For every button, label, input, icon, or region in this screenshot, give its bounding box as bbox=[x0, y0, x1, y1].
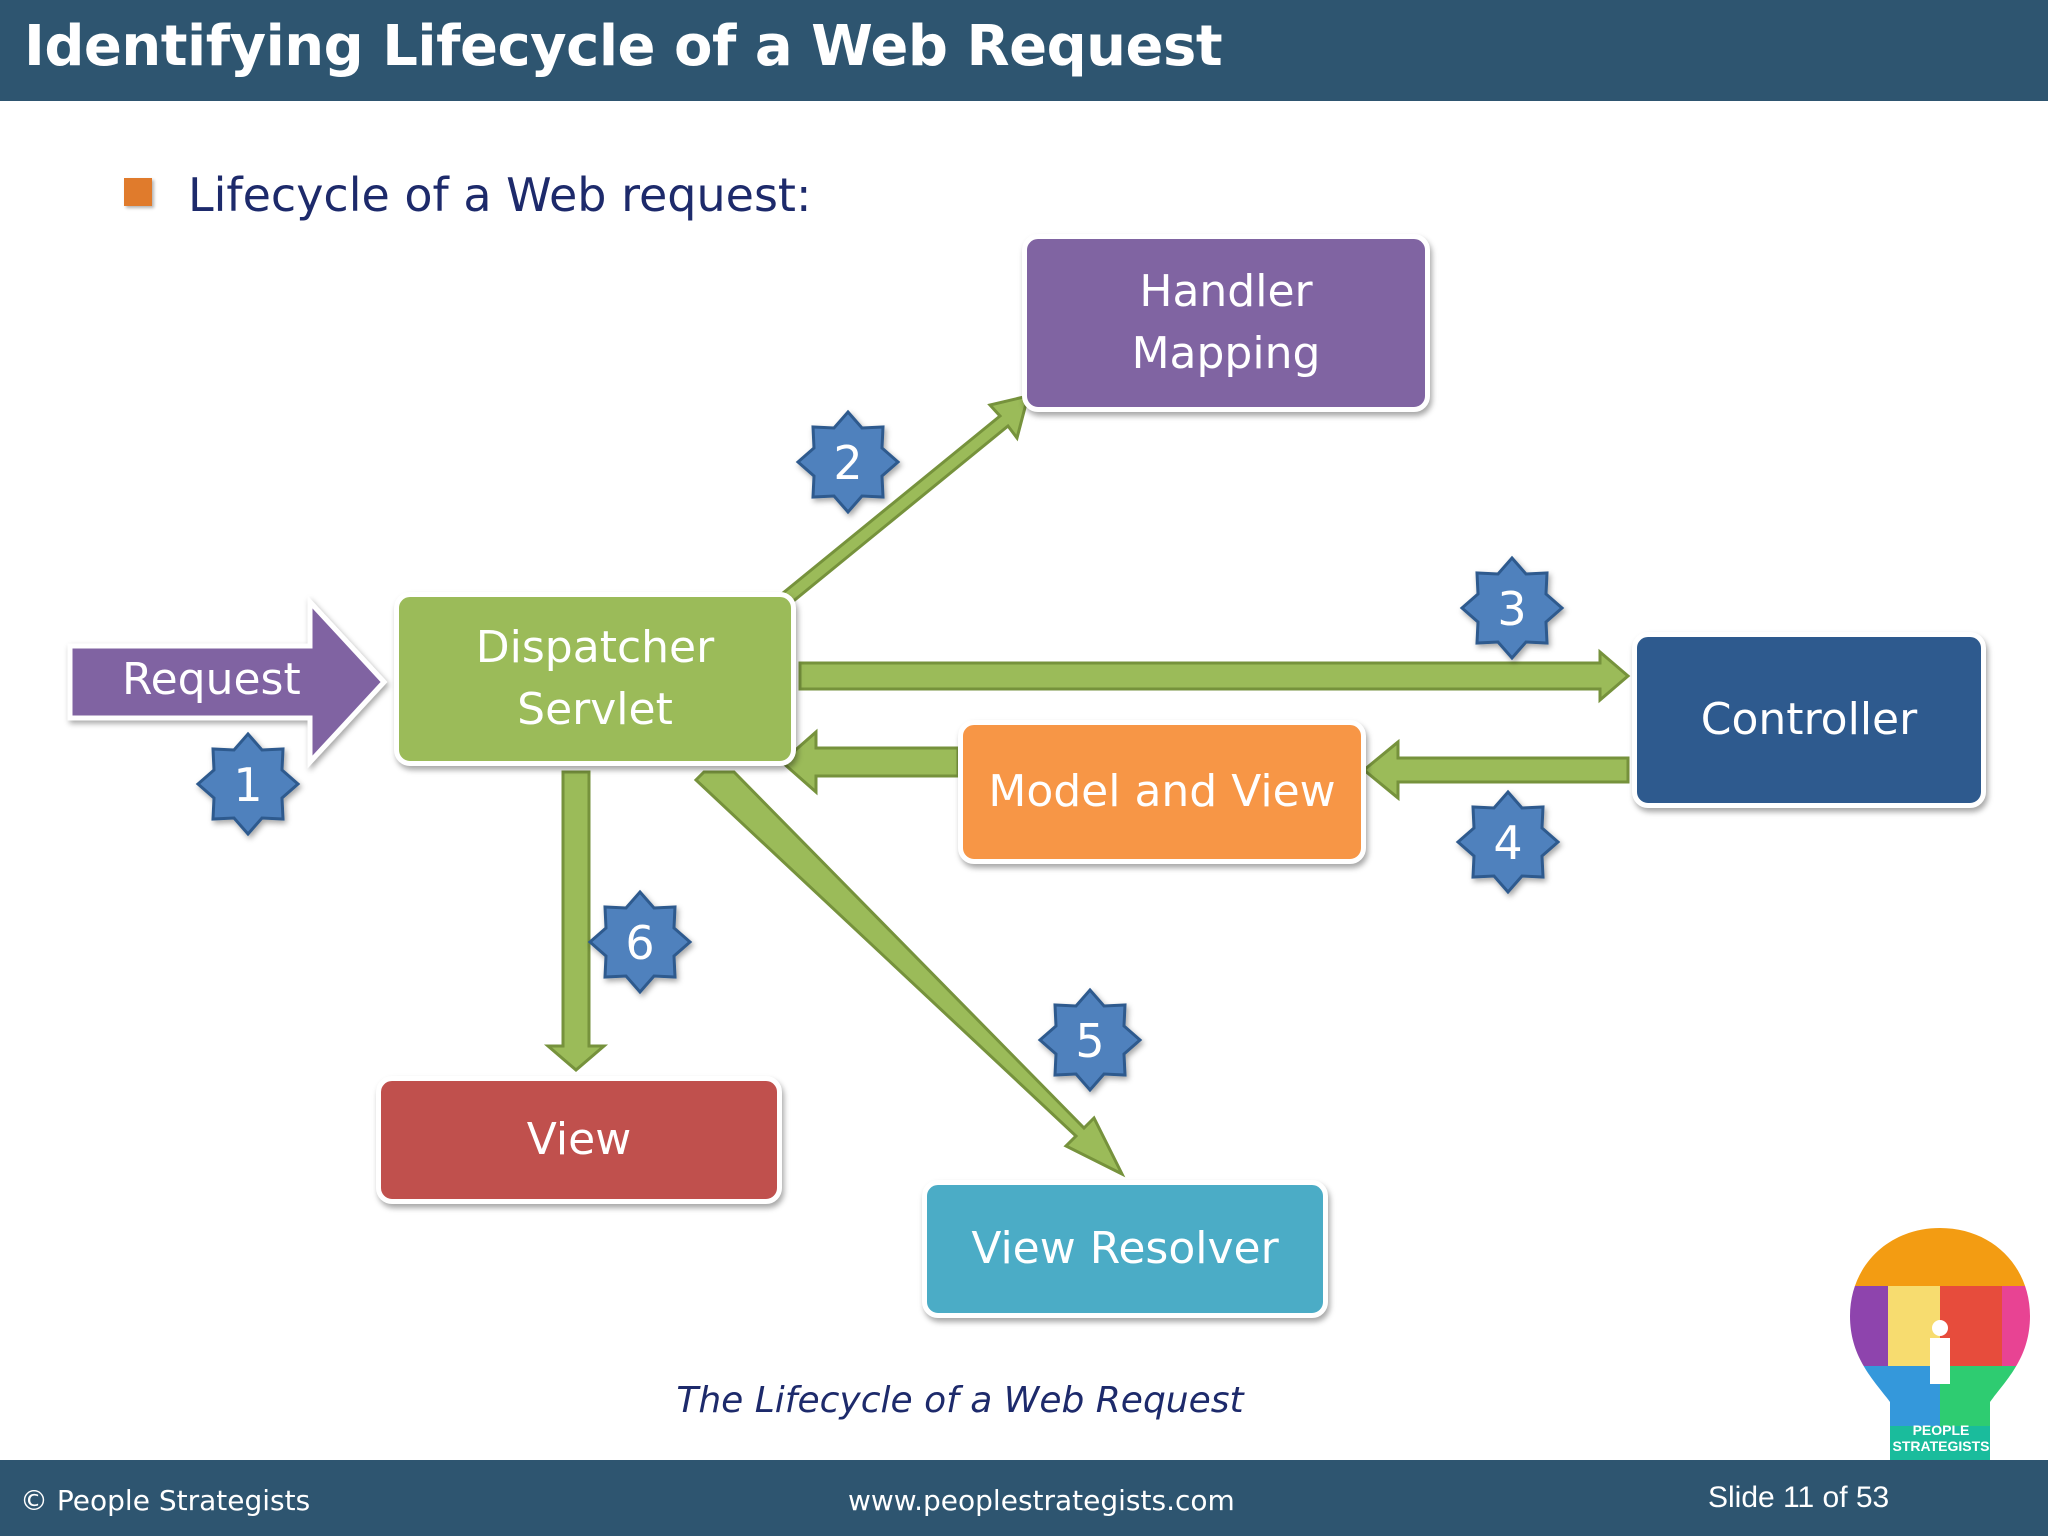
bullet-square-icon bbox=[124, 178, 152, 206]
slide-counter: Slide 11 of 53 bbox=[1708, 1481, 1890, 1514]
dispatcher-servlet-box: Dispatcher Servlet bbox=[394, 592, 796, 766]
request-label: Request bbox=[122, 654, 301, 705]
arrow-step-5 bbox=[693, 770, 1126, 1178]
footer-bar bbox=[0, 1460, 2048, 1536]
controller-box: Controller bbox=[1632, 632, 1986, 808]
arrow-step-3 bbox=[798, 648, 1631, 704]
footer-website[interactable]: www.peoplestrategists.com bbox=[848, 1484, 1235, 1517]
arrow-step-6 bbox=[543, 770, 609, 1072]
step-number-2: 2 bbox=[833, 436, 862, 490]
title-bar: Identifying Lifecycle of a Web Request bbox=[0, 0, 2048, 101]
arrow-step-4 bbox=[1361, 738, 1630, 802]
arrow-model-to-dispatcher bbox=[779, 728, 960, 796]
step-number-6: 6 bbox=[625, 916, 654, 970]
view-box: View bbox=[376, 1076, 782, 1204]
model-and-view-box: Model and View bbox=[958, 720, 1366, 864]
logo-text-line1: PEOPLE bbox=[1912, 1422, 1970, 1438]
slide-title: Identifying Lifecycle of a Web Request bbox=[24, 14, 1223, 79]
logo-text-line2: STRATEGISTS bbox=[1892, 1438, 1990, 1454]
request-arrow bbox=[67, 595, 388, 769]
step-number-4: 4 bbox=[1493, 816, 1522, 870]
logo-text: PEOPLE STRATEGISTS bbox=[1886, 1422, 1996, 1454]
handler-mapping-box: Handler Mapping bbox=[1022, 234, 1430, 412]
view-resolver-box: View Resolver bbox=[922, 1180, 1328, 1318]
step-number-1: 1 bbox=[233, 758, 262, 812]
step-number-5: 5 bbox=[1075, 1014, 1104, 1068]
step-number-3: 3 bbox=[1497, 582, 1526, 636]
arrow-step-2 bbox=[780, 393, 1031, 606]
step-badge-1 bbox=[195, 731, 301, 837]
footer-copyright: © People Strategists bbox=[20, 1484, 311, 1517]
bullet-text: Lifecycle of a Web request: bbox=[188, 168, 812, 222]
diagram-caption: The Lifecycle of a Web Request bbox=[676, 1380, 1244, 1421]
